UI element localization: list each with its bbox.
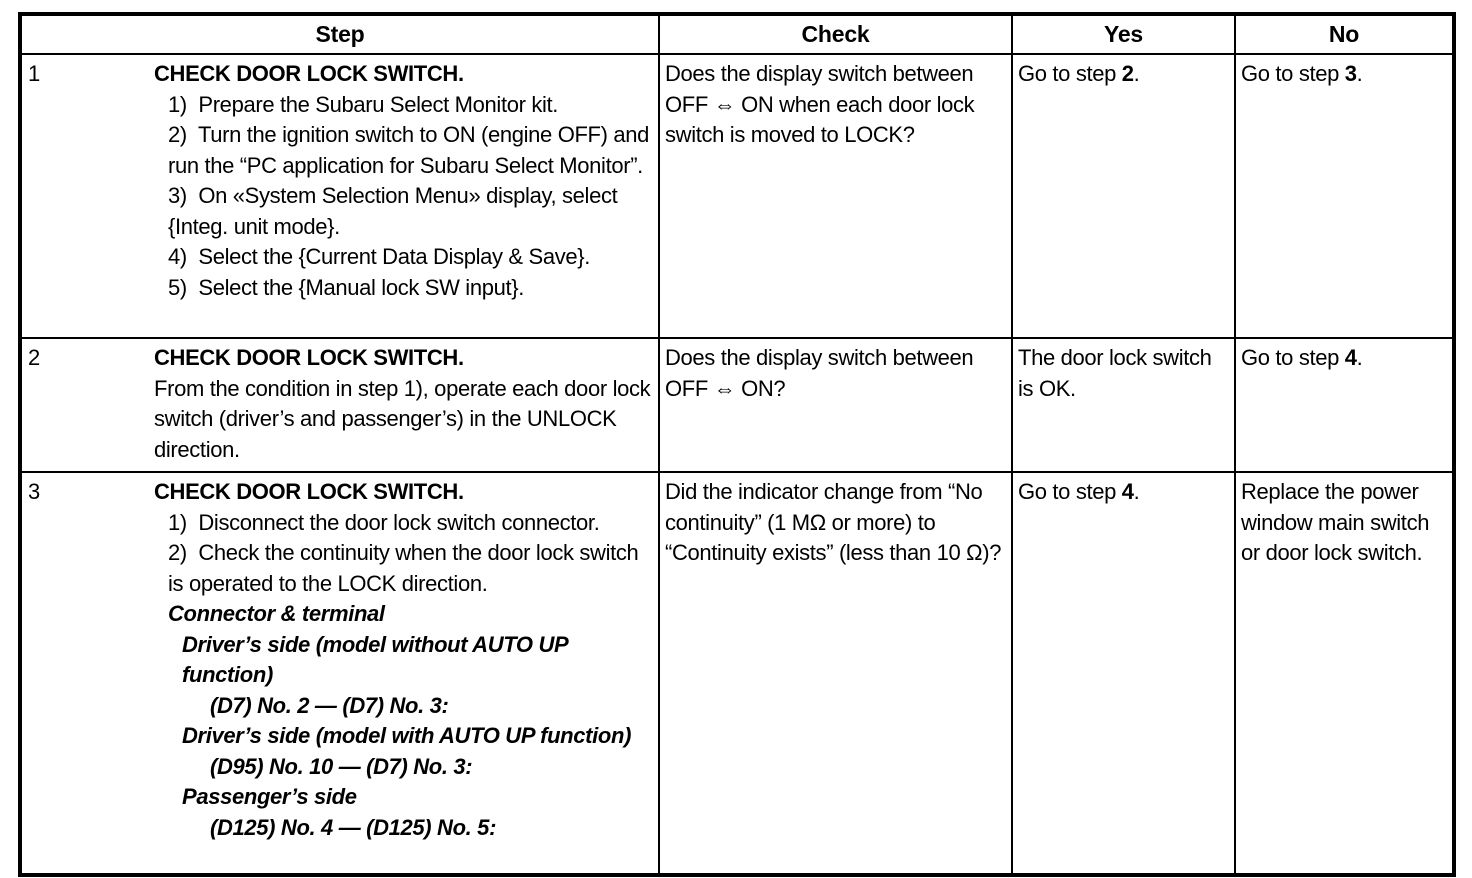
- yes-cell: Go to step 4.: [1011, 471, 1236, 876]
- table-body: 1 CHECK DOOR LOCK SWITCH. 1) Prepare the…: [19, 53, 1455, 876]
- no-text: Go to step: [1241, 61, 1345, 86]
- yes-text: Go to step: [1018, 61, 1122, 86]
- column-header-check: Check: [658, 13, 1013, 55]
- yes-text: Go to step: [1018, 479, 1122, 504]
- step-body: CHECK DOOR LOCK SWITCH. 1) Prepare the S…: [154, 59, 652, 303]
- yes-step-target: 2: [1121, 61, 1134, 86]
- diagnostic-procedure-table: Step Check Yes No 1 CHECK DOOR LOCK SWIT…: [18, 12, 1456, 877]
- yes-cell: Go to step 2.: [1011, 53, 1236, 339]
- step-substep: 4) Select the {Current Data Display & Sa…: [168, 244, 591, 269]
- step-number: 2: [28, 345, 40, 370]
- column-header-no: No: [1234, 13, 1455, 55]
- check-cell: Does the display switch between OFF ⇔ ON…: [658, 337, 1013, 473]
- check-text: Does the display switch between OFF ⇔ ON…: [665, 61, 975, 147]
- yes-text: The door lock switch is OK.: [1018, 345, 1212, 401]
- no-cell: Go to step 3.: [1234, 53, 1455, 339]
- step-substep: 2) Check the continuity when the door lo…: [168, 540, 645, 596]
- step-body: CHECK DOOR LOCK SWITCH. 1) Disconnect th…: [154, 477, 652, 843]
- connector-heading: Connector & terminal: [168, 601, 385, 626]
- step-cell: 3 CHECK DOOR LOCK SWITCH. 1) Disconnect …: [19, 471, 660, 876]
- step-substep: 1) Disconnect the door lock switch conne…: [168, 509, 600, 535]
- no-text: Go to step: [1241, 345, 1345, 370]
- check-cell: Did the indicator change from “No contin…: [658, 471, 1013, 876]
- no-cell: Replace the power window main switch or …: [1234, 471, 1455, 876]
- yes-text-suffix: .: [1133, 61, 1140, 86]
- no-step-target: 4: [1344, 345, 1357, 370]
- no-step-target: 3: [1344, 61, 1357, 86]
- header-row: Step Check Yes No: [19, 13, 1455, 55]
- check-cell: Does the display switch between OFF ⇔ ON…: [658, 53, 1013, 339]
- step-cell: 2 CHECK DOOR LOCK SWITCH. From the condi…: [19, 337, 660, 473]
- step-number: 1: [28, 61, 40, 86]
- step-number: 3: [28, 479, 40, 504]
- column-header-step: Step: [19, 13, 660, 55]
- table-row: 3 CHECK DOOR LOCK SWITCH. 1) Disconnect …: [19, 471, 1455, 876]
- table-header: Step Check Yes No: [19, 13, 1455, 55]
- step-substep: 3) On «System Selection Menu» display, s…: [168, 183, 624, 239]
- connector-terminal-pair: (D125) No. 4 — (D125) No. 5:: [210, 814, 497, 840]
- connector-terminal-pair: (D7) No. 2 — (D7) No. 3:: [210, 692, 449, 718]
- step-body: CHECK DOOR LOCK SWITCH. From the conditi…: [154, 343, 652, 465]
- no-text-suffix: .: [1356, 61, 1363, 86]
- step-title: CHECK DOOR LOCK SWITCH.: [154, 479, 464, 504]
- check-text: Did the indicator change from “No contin…: [665, 479, 1002, 565]
- no-text-suffix: .: [1356, 345, 1363, 370]
- table-row: 1 CHECK DOOR LOCK SWITCH. 1) Prepare the…: [19, 53, 1455, 339]
- connector-group-label: Driver’s side (model with AUTO UP functi…: [182, 723, 632, 748]
- column-header-yes: Yes: [1011, 13, 1236, 55]
- check-text: Does the display switch between OFF ⇔ ON…: [665, 345, 974, 401]
- yes-cell: The door lock switch is OK.: [1011, 337, 1236, 473]
- step-cell: 1 CHECK DOOR LOCK SWITCH. 1) Prepare the…: [19, 53, 660, 339]
- step-substep: From the condition in step 1), operate e…: [154, 375, 657, 462]
- step-substep: 1) Prepare the Subaru Select Monitor kit…: [168, 91, 559, 117]
- yes-step-target: 4: [1121, 479, 1134, 504]
- no-cell: Go to step 4.: [1234, 337, 1455, 473]
- connector-group-label: Driver’s side (model without AUTO UP fun…: [182, 631, 574, 688]
- no-text: Replace the power window main switch or …: [1241, 479, 1430, 565]
- yes-text-suffix: .: [1133, 479, 1140, 504]
- step-substep: 2) Turn the ignition switch to ON (engin…: [168, 122, 655, 178]
- connector-terminal-pair: (D95) No. 10 — (D7) No. 3:: [210, 753, 473, 779]
- step-title: CHECK DOOR LOCK SWITCH.: [154, 345, 464, 370]
- table-row: 2 CHECK DOOR LOCK SWITCH. From the condi…: [19, 337, 1455, 473]
- step-substep: 5) Select the {Manual lock SW input}.: [168, 274, 525, 300]
- step-title: CHECK DOOR LOCK SWITCH.: [154, 61, 464, 86]
- connector-group-label: Passenger’s side: [182, 784, 357, 809]
